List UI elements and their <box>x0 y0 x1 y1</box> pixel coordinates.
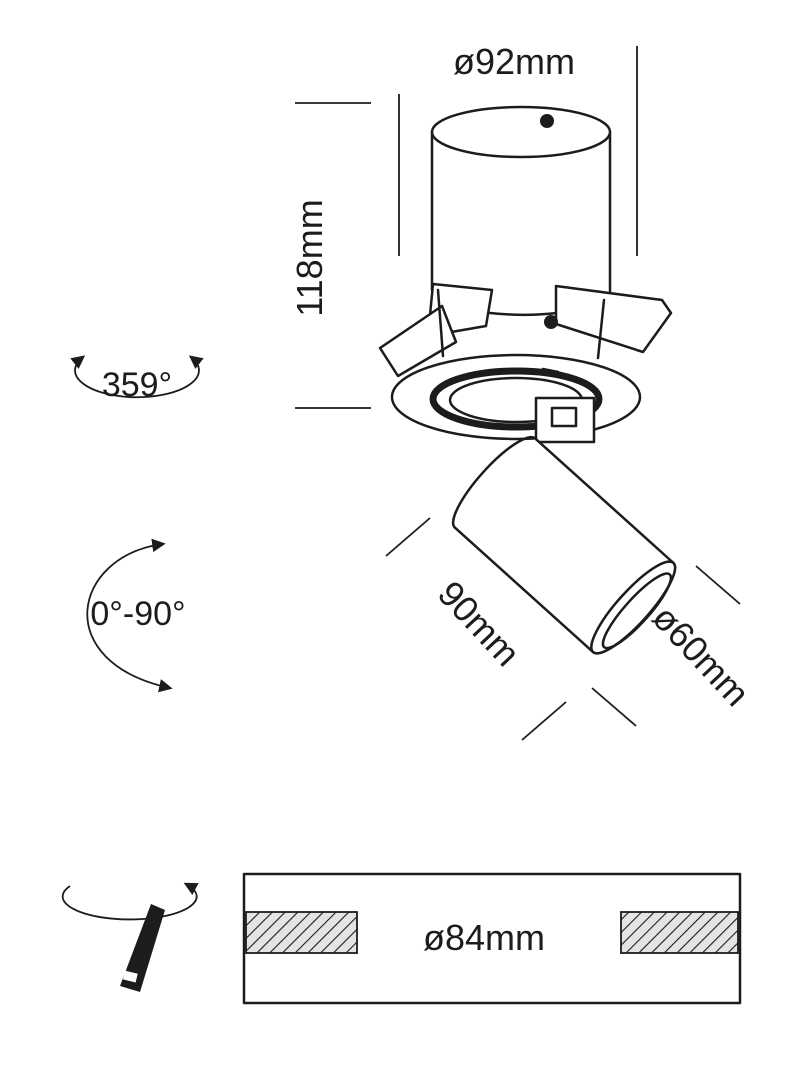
rotation-annotation: 359° <box>70 355 204 404</box>
yoke-slot <box>550 406 578 428</box>
spring-clip-left-lower <box>378 304 458 378</box>
top-diameter-label: ø92mm <box>453 41 575 82</box>
yoke-body <box>534 396 596 444</box>
height-label: 118mm <box>289 199 330 316</box>
spot-top-edge <box>533 437 675 565</box>
twist-install-icon <box>61 882 199 992</box>
yoke-bracket <box>534 396 596 444</box>
tilt-range-label: 0°-90° <box>90 595 185 633</box>
tilt-arrow <box>86 538 173 693</box>
diameter-tick-top <box>695 565 741 605</box>
tilt-annotation: 0°-90° <box>86 538 186 693</box>
neck-right-edge <box>596 298 606 360</box>
dimension-height: 118mm <box>289 102 371 409</box>
diameter-tick-bottom <box>591 687 637 727</box>
cutout-hatch-left <box>245 911 358 954</box>
fixture-drawing <box>378 105 677 655</box>
spot-back-arc <box>451 435 537 529</box>
trim-ring-inner-dark <box>429 367 603 431</box>
lever-notch <box>122 970 138 983</box>
length-tick-back <box>385 517 431 557</box>
length-tick-front <box>521 701 567 741</box>
cutout-hatch-right <box>620 911 739 954</box>
spot-head <box>451 435 677 655</box>
spot-front-recess <box>601 572 673 650</box>
cutout-drawing: ø84mm <box>242 872 742 1005</box>
twist-arrow <box>61 882 199 921</box>
ring-top-mark <box>541 367 560 374</box>
neck-left-edge <box>436 288 445 358</box>
dimension-top-diameter: ø92mm <box>398 41 638 256</box>
spring-clip-right <box>554 284 673 354</box>
cutout-diameter-label: ø84mm <box>423 917 545 958</box>
lever-tool <box>120 904 165 992</box>
housing-top-face <box>430 105 612 159</box>
spot-bottom-edge <box>453 526 595 654</box>
spot-diameter-label: ø60mm <box>645 597 758 714</box>
clip-screw-dot <box>544 315 558 329</box>
rotation-range-label: 359° <box>102 366 172 404</box>
spot-length-label: 90mm <box>430 573 528 674</box>
top-screw-dot <box>540 114 554 128</box>
rotation-arrow <box>70 355 204 399</box>
